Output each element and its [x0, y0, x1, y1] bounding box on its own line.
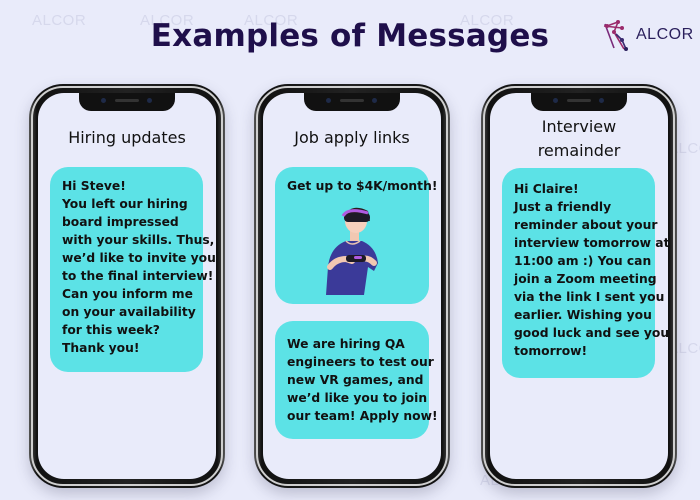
message-bubble: Hi Claire! Just a friendly reminder abou… — [502, 168, 668, 378]
phone-screen: Hiring updates Hi Steve! You left our hi… — [38, 93, 216, 479]
phone-title: Job apply links — [294, 128, 410, 147]
message-bubble-salary: Get up to $4K/month! — [275, 167, 437, 304]
message-bubble: Hi Steve! You left our hiring board impr… — [50, 167, 216, 372]
phone-screen: Interview remainder Hi Claire! Just a fr… — [490, 93, 668, 479]
phone-hiring-updates: Hiring updates Hi Steve! You left our hi… — [29, 84, 225, 488]
phone-notch — [79, 93, 175, 111]
phone-interview-reminder: Interview remainder Hi Claire! Just a fr… — [481, 84, 677, 488]
phone-notch — [531, 93, 627, 111]
phone-title: Hiring updates — [68, 128, 186, 147]
phone-notch — [304, 93, 400, 111]
phone-job-apply-links: Job apply links Get up to $4K/month! We … — [254, 84, 450, 488]
alcor-logo: ALCOR — [602, 18, 694, 52]
logo-text: ALCOR — [636, 26, 694, 43]
phone-screen: Job apply links Get up to $4K/month! We … — [263, 93, 441, 479]
page-title: Examples of Messages — [150, 18, 550, 54]
vr-gamer-illustration — [326, 207, 378, 295]
phone-title: Interview remainder — [537, 117, 621, 160]
alcor-star-icon — [603, 20, 628, 51]
message-bubble-hiring-qa: We are hiring QA engineers to test our n… — [275, 321, 438, 439]
